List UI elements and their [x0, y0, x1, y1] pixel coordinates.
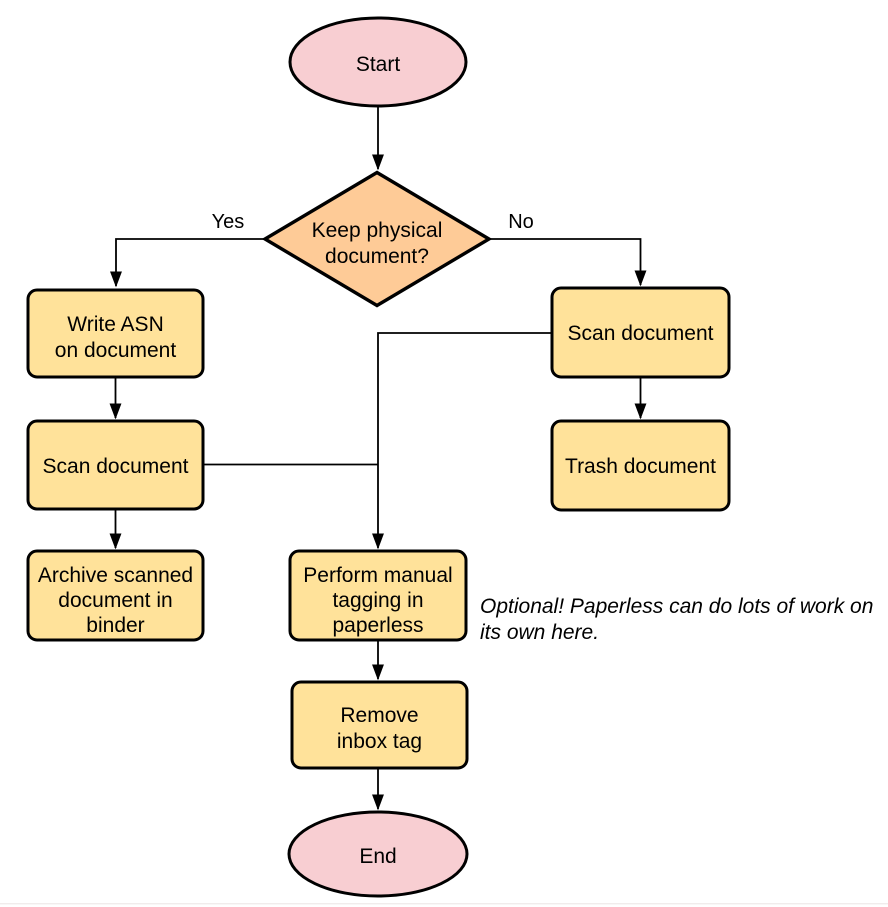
- node-manual-tagging: Perform manual tagging in paperless: [288, 549, 468, 642]
- node-scan-document-yes: Scan document: [26, 419, 205, 511]
- edge-decision-yes-to-write-asn: [116, 238, 265, 286]
- manual-tagging-label-line1: Perform manual: [303, 564, 452, 587]
- manual-tagging-label-line2: tagging in: [332, 589, 423, 612]
- node-scan-document-no: Scan document: [550, 286, 731, 379]
- node-end: End: [287, 810, 469, 898]
- scan-document-yes-label: Scan document: [43, 455, 189, 478]
- manual-tagging-label-line3: paperless: [332, 614, 423, 637]
- edge-decision-no-to-scan: [489, 238, 641, 285]
- annotation-optional: Optional! Paperless can do lots of work …: [480, 595, 873, 644]
- archive-binder-box: [26, 549, 205, 642]
- edge-scan-no-to-tagging: [378, 332, 552, 548]
- node-remove-inbox-tag: Remove inbox tag: [290, 680, 469, 770]
- start-ellipse: [288, 16, 468, 108]
- node-archive-binder: Archive scanned document in binder: [26, 549, 205, 642]
- write-asn-label-line2: on document: [55, 339, 177, 362]
- write-asn-label-line1: Write ASN: [67, 313, 163, 336]
- annotation-line2: its own here.: [480, 621, 599, 644]
- remove-inbox-tag-box: [290, 680, 469, 770]
- remove-inbox-tag-label-line1: Remove: [340, 704, 418, 727]
- end-ellipse: [287, 810, 469, 898]
- edge-label-yes: Yes: [212, 211, 245, 233]
- edges: [116, 106, 641, 809]
- archive-binder-label-line1: Archive scanned: [38, 564, 193, 587]
- edge-label-no: No: [508, 211, 534, 233]
- scan-document-no-box: [550, 286, 731, 379]
- node-start: Start: [288, 16, 468, 108]
- annotation-line1: Optional! Paperless can do lots of work …: [480, 595, 873, 618]
- bottom-rule: [0, 903, 888, 905]
- decision-diamond: [261, 170, 493, 308]
- start-label: Start: [356, 53, 401, 76]
- trash-document-label: Trash document: [565, 455, 716, 478]
- decision-label-line2: document?: [325, 245, 429, 268]
- remove-inbox-tag-label-line2: inbox tag: [337, 730, 422, 753]
- trash-document-box: [550, 419, 731, 512]
- write-asn-box: [26, 288, 205, 379]
- node-write-asn: Write ASN on document: [26, 288, 205, 379]
- decision-label-line1: Keep physical: [312, 219, 443, 242]
- end-label: End: [359, 845, 396, 868]
- archive-binder-label-line2: document in: [58, 589, 172, 612]
- node-trash-document: Trash document: [550, 419, 731, 512]
- node-keep-physical-decision: Keep physical document?: [261, 170, 493, 308]
- scan-document-yes-box: [26, 419, 205, 511]
- scan-document-no-label: Scan document: [568, 322, 714, 345]
- archive-binder-label-line3: binder: [86, 614, 144, 637]
- manual-tagging-box: [288, 549, 468, 642]
